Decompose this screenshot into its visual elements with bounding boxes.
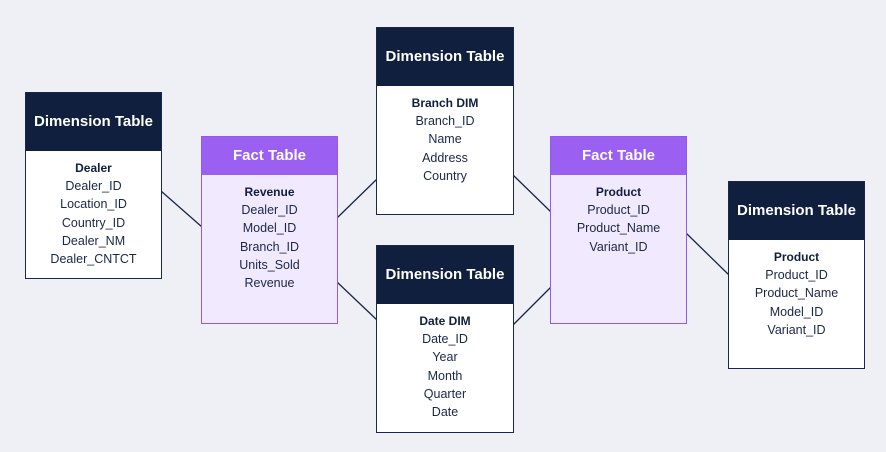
field-name: Name [428,132,462,147]
field-quarter: Quarter [423,386,467,401]
table-body: Product Product_ID Product_Name Variant_… [551,175,686,256]
table-name: Product [595,185,642,199]
table-body: Dealer Dealer_ID Location_ID Country_ID … [26,151,161,268]
field-branch-id: Branch_ID [415,114,475,128]
field-date-id: Date_ID [422,332,468,346]
field-country: Country [423,168,467,183]
table-body: Product Product_ID Product_Name Model_ID… [729,240,864,339]
field-date: Date [431,405,459,420]
field-location-id: Location_ID [60,197,127,212]
field-revenue: Revenue [244,276,295,291]
product-dimension-table: Dimension Table Product Product_ID Produ… [728,181,865,369]
field-dealer-id: Dealer_ID [65,179,122,193]
field-variant-id: Variant_ID [767,322,826,337]
field-product-id: Product_ID [587,203,650,217]
connector-branch-product [512,174,552,213]
connector-dealer-revenue [160,190,203,228]
field-country-id: Country_ID [61,215,126,230]
table-body: Branch DIM Branch_ID Name Address Countr… [377,86,513,185]
connector-revenue-branch [336,178,378,219]
product-fact-table: Fact Table Product Product_ID Product_Na… [550,136,687,324]
field-dealer-id: Dealer_ID [241,203,298,217]
field-month: Month [427,368,463,383]
field-product-id: Product_ID [765,268,828,282]
connector-revenue-date [336,281,378,321]
date-dimension-table: Dimension Table Date DIM Date_ID Year Mo… [376,245,514,433]
table-name: Branch DIM [411,96,479,110]
field-variant-id: Variant_ID [589,239,648,254]
field-dealer-cntct: Dealer_CNTCT [50,252,137,267]
field-product-name: Product_Name [754,286,839,301]
field-model-id: Model_ID [242,221,297,236]
dealer-dimension-table: Dimension Table Dealer Dealer_ID Locatio… [25,92,162,279]
branch-dimension-table: Dimension Table Branch DIM Branch_ID Nam… [376,27,514,215]
connector-product-productdim [685,232,730,276]
table-header: Dimension Table [377,28,513,86]
table-name: Dealer [75,161,112,175]
table-name: Revenue [244,185,295,199]
table-header: Dimension Table [26,93,161,151]
table-name: Date DIM [419,314,471,328]
field-units-sold: Units_Sold [239,257,300,272]
table-name: Product [773,250,820,264]
table-body: Revenue Dealer_ID Model_ID Branch_ID Uni… [202,175,337,292]
field-model-id: Model_ID [769,304,824,319]
connector-date-product [512,286,552,326]
table-header: Dimension Table [729,182,864,240]
table-header: Fact Table [202,137,337,175]
field-address: Address [422,150,468,165]
field-product-name: Product_Name [576,221,661,236]
field-branch-id: Branch_ID [239,239,300,254]
table-header: Dimension Table [377,246,513,304]
revenue-fact-table: Fact Table Revenue Dealer_ID Model_ID Br… [201,136,338,324]
field-year: Year [432,350,458,365]
table-header: Fact Table [551,137,686,175]
field-dealer-nm: Dealer_NM [61,233,126,248]
table-body: Date DIM Date_ID Year Month Quarter Date [377,304,513,421]
